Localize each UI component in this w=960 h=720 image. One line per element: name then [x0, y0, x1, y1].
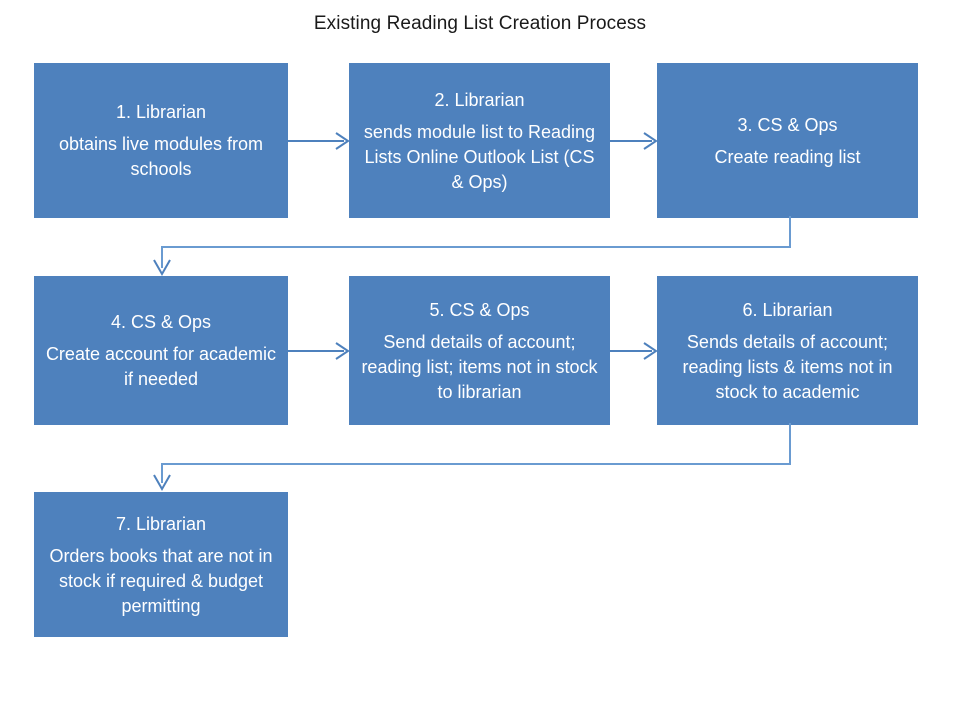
process-box-6-head: 6. Librarian — [742, 299, 833, 320]
process-box-6[interactable]: 6. Librarian Sends details of account; r… — [657, 276, 918, 425]
process-box-2[interactable]: 2. Librarian sends module list to Readin… — [349, 63, 610, 218]
process-box-4[interactable]: 4. CS & Ops Create account for academic … — [34, 276, 288, 425]
process-box-1[interactable]: 1. Librarian obtains live modules from s… — [34, 63, 288, 218]
process-box-6-body: Sends details of account; reading lists … — [682, 331, 893, 402]
process-box-7[interactable]: 7. Librarian Orders books that are not i… — [34, 492, 288, 637]
arrow-box2-to-box3 — [608, 132, 658, 150]
process-box-2-head: 2. Librarian — [434, 89, 525, 110]
arrow-box4-to-box5 — [286, 342, 350, 360]
process-box-4-body: Create account for academic if needed — [45, 344, 277, 389]
page-title: Existing Reading List Creation Process — [313, 13, 647, 34]
process-box-5-head: 5. CS & Ops — [429, 299, 530, 320]
process-box-3[interactable]: 3. CS & Ops Create reading list — [657, 63, 918, 218]
process-box-1-body: obtains live modules from schools — [58, 134, 264, 179]
process-box-3-head: 3. CS & Ops — [737, 114, 838, 135]
process-box-5-body: Send details of account; reading list; i… — [361, 331, 598, 402]
arrow-box1-to-box2 — [286, 132, 350, 150]
process-box-3-body: Create reading list — [714, 146, 861, 167]
process-box-2-body: sends module list to Reading Lists Onlin… — [363, 121, 596, 192]
process-box-4-head: 4. CS & Ops — [110, 312, 212, 332]
process-box-7-head: 7. Librarian — [115, 513, 207, 534]
process-box-7-body: Orders books that are not in stock if re… — [49, 545, 273, 616]
arrow-box6-to-box7 — [153, 423, 791, 492]
arrow-box3-to-box4 — [153, 216, 791, 277]
arrow-box5-to-box6 — [608, 342, 658, 360]
process-box-5[interactable]: 5. CS & Ops Send details of account; rea… — [349, 276, 610, 425]
process-box-1-head: 1. Librarian — [115, 102, 207, 122]
